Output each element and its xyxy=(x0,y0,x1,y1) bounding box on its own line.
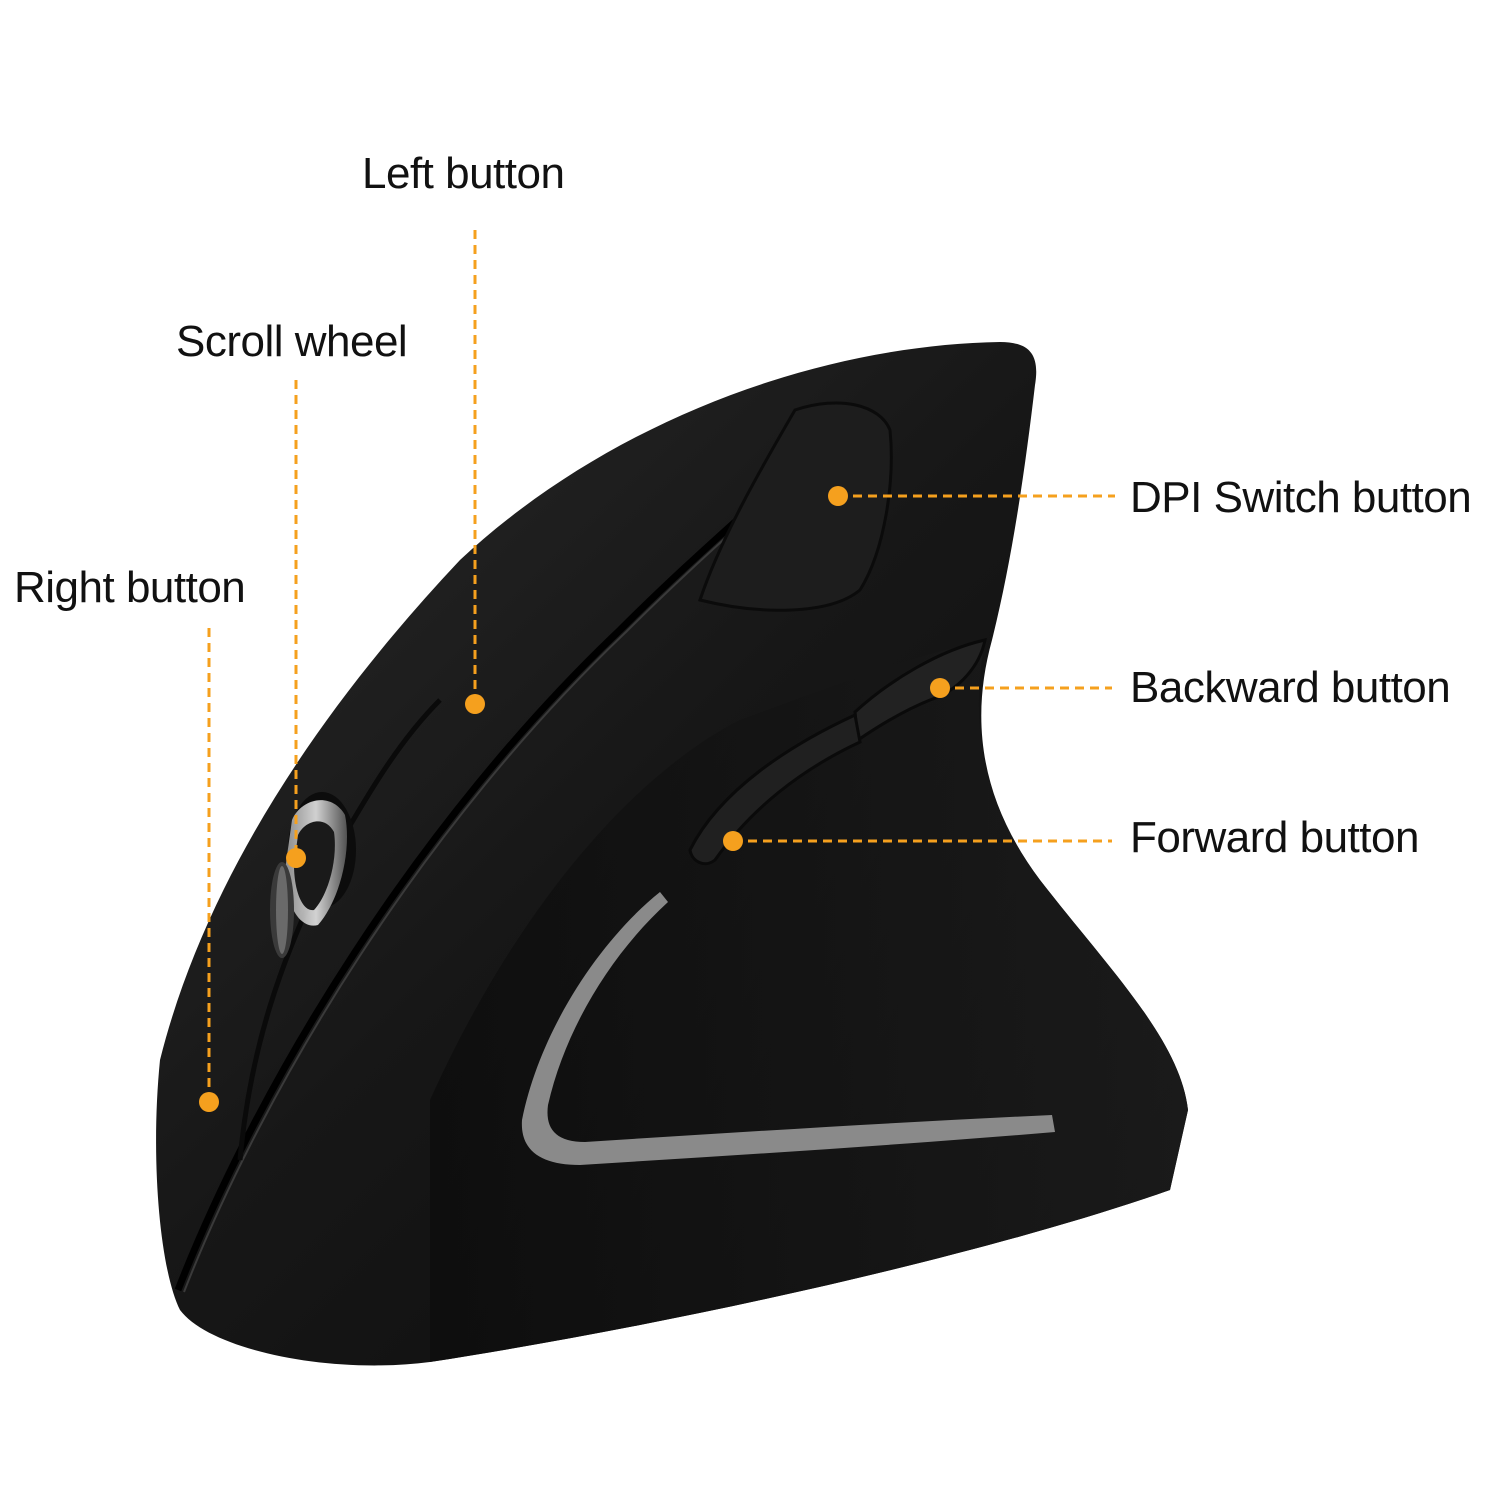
backward-marker xyxy=(930,678,950,698)
dpi-switch-button-label: DPI Switch button xyxy=(1130,473,1472,522)
right-button-marker xyxy=(199,1092,219,1112)
forward-button-graphic xyxy=(688,712,862,866)
left-button-label: Left button xyxy=(362,149,565,198)
left-button-marker xyxy=(465,694,485,714)
scroll-wheel-graphic xyxy=(270,792,356,958)
right-button-label: Right button xyxy=(14,563,246,612)
forward-button-label: Forward button xyxy=(1130,813,1419,862)
scroll-wheel-label: Scroll wheel xyxy=(176,317,408,366)
backward-button-graphic xyxy=(853,638,987,743)
dpi-panel xyxy=(698,401,893,612)
backward-button-label: Backward button xyxy=(1130,663,1451,712)
mouse-side-panel xyxy=(430,640,1188,1362)
forward-marker xyxy=(723,831,743,851)
dpi-marker xyxy=(828,486,848,506)
scroll-wheel-marker xyxy=(286,848,306,868)
